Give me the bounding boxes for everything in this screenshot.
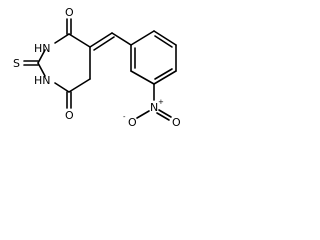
bond-c5-ch-a: [89, 32, 113, 48]
bond-c4-c5-link: [68, 33, 91, 48]
molecule-drawing: O O HN HN S N + O O -: [13, 6, 181, 129]
bond-c2-n1: [37, 62, 46, 77]
bond-c4-n3: [54, 33, 70, 44]
oxygen-top-label: O: [65, 6, 74, 19]
bond-n3-c2: [37, 49, 46, 64]
nh-upper-label: HN: [34, 42, 51, 55]
nitro-oxygen-charge: -: [123, 113, 126, 121]
bond-n1-c6: [54, 82, 70, 93]
bond-n-o-right-a: [158, 109, 172, 118]
bond-ar-5: [130, 70, 155, 85]
bond-ar-1: [130, 30, 155, 46]
bond-n-o-left: [136, 110, 150, 119]
nitro-nitrogen-label: N: [150, 101, 158, 114]
bond-ar-4: [153, 70, 177, 85]
bond-ch-ring: [111, 32, 132, 46]
sulfur-label: S: [13, 57, 20, 70]
bond-ar-2-inner: [154, 35, 173, 48]
oxygen-bottom-label: O: [65, 109, 74, 122]
nitro-oxygen-right-label: O: [172, 116, 181, 129]
bond-ar-2: [153, 30, 177, 46]
bond-c5-ch-b: [93, 36, 115, 51]
nitro-oxygen-left-label: O: [128, 116, 137, 129]
bond-c6-c5: [68, 78, 91, 93]
bond-ar-4-inner: [154, 68, 173, 80]
structure-canvas: O O HN HN S N + O O -: [0, 0, 192, 146]
nh-lower-label: HN: [34, 74, 51, 87]
bond-n-o-right-b: [156, 112, 170, 121]
nitro-nitrogen-charge: +: [158, 98, 164, 106]
